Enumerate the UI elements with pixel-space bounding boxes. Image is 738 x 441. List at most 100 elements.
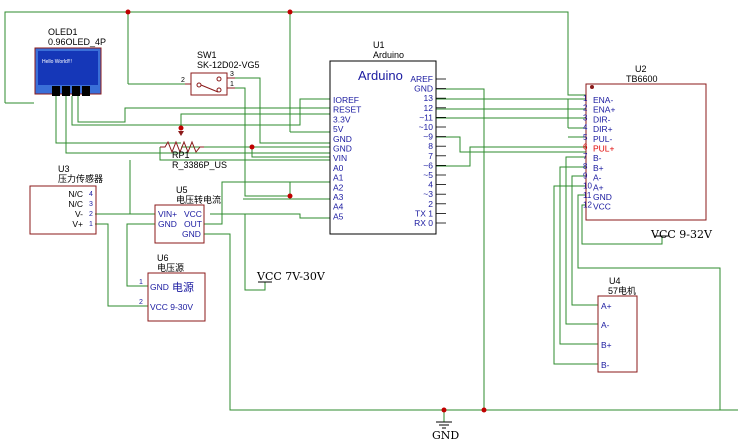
arduino-title: Arduino: [358, 68, 403, 83]
sw-ref: SW1: [197, 50, 217, 60]
u4-a-plus: A+: [601, 301, 612, 311]
tb-ref: U2: [635, 64, 647, 74]
tb-pin-name: A+: [593, 182, 604, 192]
vcc-u5-symbol: VCC 7V-30V: [256, 270, 326, 283]
arduino-pin-left: IOREF: [333, 95, 359, 105]
u6-center: 电源: [172, 280, 194, 294]
u6-ref: U6: [157, 253, 169, 263]
arduino-pin-right: 2: [428, 199, 433, 209]
tb-pin-num: 7: [583, 152, 588, 161]
tb-pin-num: 8: [583, 162, 588, 171]
arduino-pin-left: A3: [333, 192, 344, 202]
tb-pin-name: ENA-: [593, 95, 613, 105]
arduino-pin-left: VIN: [333, 153, 347, 163]
arduino-pin-right: 12: [424, 103, 434, 113]
u3-pin-name: V+: [72, 219, 83, 229]
tb-pin-num: 11: [583, 191, 592, 200]
motor-u4[interactable]: U4 57电机 A+ A- B+ B-: [597, 276, 638, 373]
u3-pin-num: 3: [89, 201, 93, 208]
arduino-pin-right: AREF: [410, 74, 433, 84]
converter-u5[interactable]: U5 电压转电流 VIN+ GND VCC OUT GND: [154, 185, 221, 244]
tb-pin-name: GND: [593, 192, 612, 202]
arduino-pin-right: ~6: [423, 160, 433, 170]
rp-ref: RP1: [172, 150, 190, 160]
tb-pin-num: 6: [583, 143, 588, 152]
tb-pin-num: 3: [583, 113, 588, 122]
tb-pin-num: 2: [583, 104, 588, 113]
arduino-pin-left: 3.3V: [333, 114, 351, 124]
rp-value: R_3386P_US: [172, 160, 227, 170]
arduino-pin-left: A4: [333, 202, 344, 212]
u6-pin1: 1: [139, 279, 143, 286]
arduino-pin-right: GND: [414, 84, 433, 94]
tb-pin-num: 4: [583, 123, 588, 132]
tb-pin-name: DIR-: [593, 114, 611, 124]
arduino-pin-right: RX 0: [414, 218, 433, 228]
arduino-pin-right: ~11: [419, 112, 433, 122]
u5-vcc: VCC: [184, 209, 202, 219]
arduino-pin-right: 4: [428, 180, 433, 190]
arduino-pin-left: RESET: [333, 105, 361, 115]
tb-pin-name: B+: [593, 163, 604, 173]
sw-pin-2: 2: [181, 77, 185, 84]
oled-screen: [38, 51, 98, 85]
u5-gnd-l: GND: [158, 219, 177, 229]
arduino-pin-right: 13: [424, 93, 434, 103]
oled-module[interactable]: OLED1 0.96OLED_4P Hello World!!!: [34, 27, 106, 96]
arduino-pin-right: TX 1: [415, 208, 433, 218]
u6-value: 电压源: [157, 262, 184, 273]
sw-value: SK-12D02-VG5: [197, 60, 260, 70]
arduino-pin-left: A2: [333, 182, 344, 192]
u5-vin: VIN+: [158, 209, 177, 219]
u3-pin-num: 2: [89, 211, 93, 218]
tb-pin-name: ENA+: [593, 105, 615, 115]
arduino-pin-left: GND: [333, 144, 352, 154]
vcc-u5-label: VCC 7V-30V: [256, 270, 326, 283]
arduino-pin-right: 7: [428, 151, 433, 161]
tb-pin-name: A-: [593, 173, 602, 183]
wires: [4, 11, 738, 422]
arduino-pin-right: 8: [428, 141, 433, 151]
arduino-pin-left: 5V: [333, 124, 344, 134]
vcc-tb-label: VCC 9-32V: [650, 228, 713, 241]
u4-b-plus: B+: [601, 340, 612, 350]
switch-sw1[interactable]: SW1 SK-12D02-VG5 2 3 1: [181, 50, 260, 96]
u6-vcc: VCC 9-30V: [150, 302, 193, 312]
u5-ref: U5: [176, 185, 188, 195]
tb-pin-num: 9: [583, 172, 588, 181]
arduino-u1[interactable]: U1 Arduino Arduino IOREFRESET3.3V5VGNDGN…: [329, 40, 446, 235]
u5-value: 电压转电流: [176, 194, 221, 205]
arduino-pin-left: A1: [333, 173, 344, 183]
u5-out: OUT: [184, 219, 202, 229]
u3-pin-num: 4: [89, 191, 93, 198]
vcc-tb-symbol: VCC 9-32V: [650, 228, 713, 241]
arduino-pin-left: A5: [333, 211, 344, 221]
arduino-pin-right: ~10: [419, 122, 434, 132]
power-source-u6[interactable]: U6 电压源 GND 电源 VCC 9-30V 1 2: [139, 253, 206, 322]
tb-pin-name: DIR+: [593, 124, 613, 134]
u3-value: 压力传感器: [58, 173, 103, 184]
arduino-pin-right: ~5: [423, 170, 433, 180]
u4-b-minus: B-: [601, 360, 610, 370]
tb-pin-name: B-: [593, 153, 602, 163]
junctions: [125, 9, 487, 413]
arduino-pin-left: GND: [333, 134, 352, 144]
potentiometer-rp1[interactable]: RP1 R_3386P_US: [160, 131, 227, 170]
tb-pin-num: 10: [583, 181, 592, 190]
tb-pin-num: 5: [583, 133, 588, 142]
u6-gnd: GND: [150, 282, 169, 292]
gnd-label: GND: [432, 429, 459, 441]
oled-ref: OLED1: [48, 27, 78, 37]
arduino-ref: U1: [373, 40, 385, 50]
sw-pin-3: 3: [230, 71, 234, 78]
u3-pin-name: N/C: [68, 189, 83, 199]
arduino-pin-left: A0: [333, 163, 344, 173]
